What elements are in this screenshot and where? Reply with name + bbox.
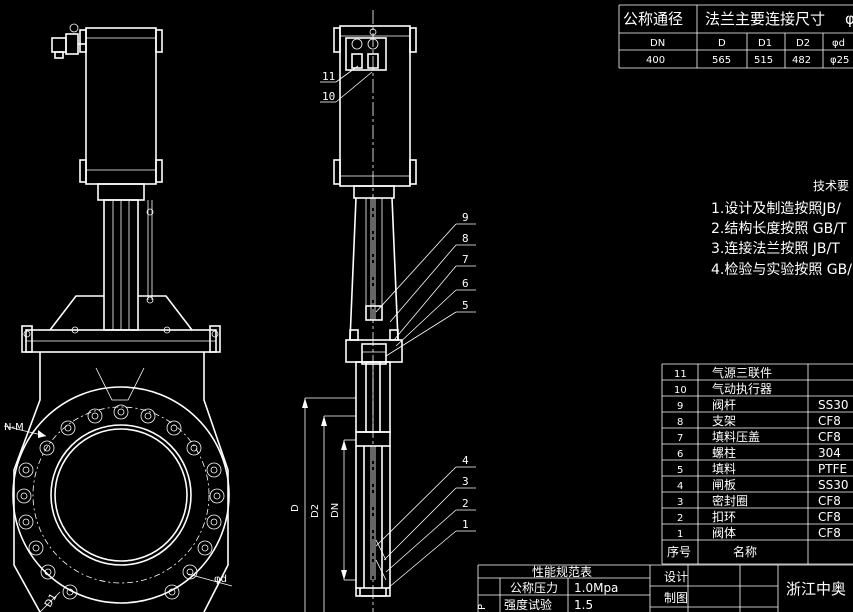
- tech-item-1: 1.设计及制造按照JB/: [711, 201, 841, 217]
- actuator-side: [339, 25, 411, 187]
- title-design-label: 设计: [664, 570, 688, 584]
- bom-name: 螺柱: [712, 445, 736, 460]
- tech-notes: 技术要 1.设计及制造按照JB/ 2.结构长度按照 GB/T 3.连接法兰按照 …: [711, 179, 852, 278]
- title-draw-label: 制图: [664, 591, 688, 605]
- nm-label: N-M: [4, 422, 24, 433]
- bom-name: 支架: [712, 414, 736, 428]
- dim-dn-label: DN: [330, 503, 341, 518]
- callout-4: 4: [462, 454, 469, 467]
- air-source-unit: [51, 23, 86, 59]
- bom-name: 填料: [712, 462, 736, 476]
- company-name: 浙江中奥: [786, 580, 846, 598]
- callout-7: 7: [462, 253, 469, 266]
- callout-6: 6: [462, 277, 469, 290]
- dim-d-label: D: [290, 504, 301, 512]
- callout-8: 8: [462, 232, 469, 245]
- dim-d2-label: D2: [310, 504, 321, 518]
- perf-row2-label: 强度试验: [504, 597, 552, 612]
- perf-row2-value: 1.5: [574, 598, 593, 612]
- table-nominal-header: 公称通径: [623, 10, 683, 28]
- bom-mat: 304: [818, 446, 841, 460]
- col-d2: D2: [796, 38, 810, 49]
- bom-name: 闸板: [712, 478, 736, 492]
- front-view: N-M φd D1: [3, 23, 233, 612]
- bom-no: 1: [677, 529, 683, 540]
- table-flange-header: 法兰主要连接尺寸: [705, 10, 825, 28]
- table-flange-header-tail: φ: [845, 10, 853, 28]
- bom-table: 11 气源三联件 10 气动执行器 9 阀杆 SS30 8 支架 CF8 7 填…: [661, 363, 853, 565]
- perf-title: 性能规范表: [532, 564, 592, 579]
- col-phid: φd: [832, 38, 845, 49]
- bom-no: 3: [677, 497, 683, 508]
- callout-10: 10: [322, 90, 335, 103]
- callout-3: 3: [462, 475, 469, 488]
- bom-mat: CF8: [818, 494, 841, 508]
- bom-name: 填料压盖: [712, 430, 760, 444]
- val-dn: 400: [646, 55, 665, 66]
- tech-title: 技术要: [813, 179, 849, 193]
- col-d1: D1: [758, 38, 772, 49]
- bom-name: 阀杆: [712, 398, 736, 412]
- title-block: 设计 制图 浙江中奥: [650, 564, 853, 612]
- callout-5: 5: [462, 299, 469, 312]
- bom-header-no: 序号: [667, 544, 691, 559]
- phi-d-label: φd: [214, 574, 227, 585]
- bom-no: 5: [677, 465, 683, 476]
- bom-mat: CF8: [818, 414, 841, 428]
- actuator-body: [85, 27, 157, 185]
- bom-mat: CF8: [818, 430, 841, 444]
- bom-name: 气动执行器: [712, 381, 772, 396]
- side-view: D D2 DN 11 10 9 8 7 6 5 4 3: [290, 10, 476, 612]
- col-dn: DN: [650, 38, 665, 49]
- callouts-lower: 4 3 2 1: [375, 454, 476, 589]
- bom-no: 6: [677, 449, 683, 460]
- callout-2: 2: [462, 497, 469, 510]
- callout-11: 11: [322, 70, 335, 83]
- perf-row1-value: 1.0Mpa: [574, 581, 618, 595]
- bom-name: 气源三联件: [712, 365, 772, 380]
- bom-no: 2: [677, 513, 683, 524]
- val-d2: 482: [792, 55, 811, 66]
- bom-header-name: 名称: [733, 544, 757, 559]
- callouts-upper: 9 8 7 6 5: [375, 211, 476, 357]
- flange-face: [12, 386, 230, 604]
- val-d: 565: [712, 55, 731, 66]
- tech-item-3: 3.连接法兰按照 JB/T: [711, 240, 840, 257]
- bom-name: 阀体: [712, 526, 736, 540]
- bom-name: 扣环: [712, 510, 736, 524]
- bom-no: 9: [677, 401, 683, 412]
- bom-name: 密封圈: [712, 493, 748, 508]
- bom-no: 4: [677, 481, 683, 492]
- performance-table: 性能规范表 公称压力 1.0Mpa 强度试验 1.5 P: [477, 564, 651, 612]
- bom-no: 8: [677, 417, 683, 428]
- val-d1: 515: [754, 55, 773, 66]
- bom-mat: PTFE: [818, 462, 847, 476]
- tech-item-2: 2.结构长度按照 GB/T: [711, 221, 847, 237]
- bom-mat: CF8: [818, 526, 841, 540]
- bom-no: 11: [674, 369, 687, 380]
- perf-row1-label: 公称压力: [510, 581, 558, 595]
- callout-9: 9: [462, 211, 469, 224]
- bom-mat: SS30: [818, 478, 849, 492]
- col-d: D: [718, 38, 726, 49]
- bom-mat: CF8: [818, 510, 841, 524]
- bom-no: 10: [674, 385, 687, 396]
- perf-side-mark: P: [477, 604, 488, 610]
- flange-table: 公称通径 法兰主要连接尺寸 φ DN D D1 D2 φd 400 565 51…: [618, 4, 853, 69]
- tech-item-4: 4.检验与实验按照 GB/: [711, 262, 852, 278]
- val-phid: φ25: [830, 55, 849, 66]
- bom-mat: SS30: [818, 398, 849, 412]
- callout-1: 1: [462, 518, 469, 531]
- bom-no: 7: [677, 433, 683, 444]
